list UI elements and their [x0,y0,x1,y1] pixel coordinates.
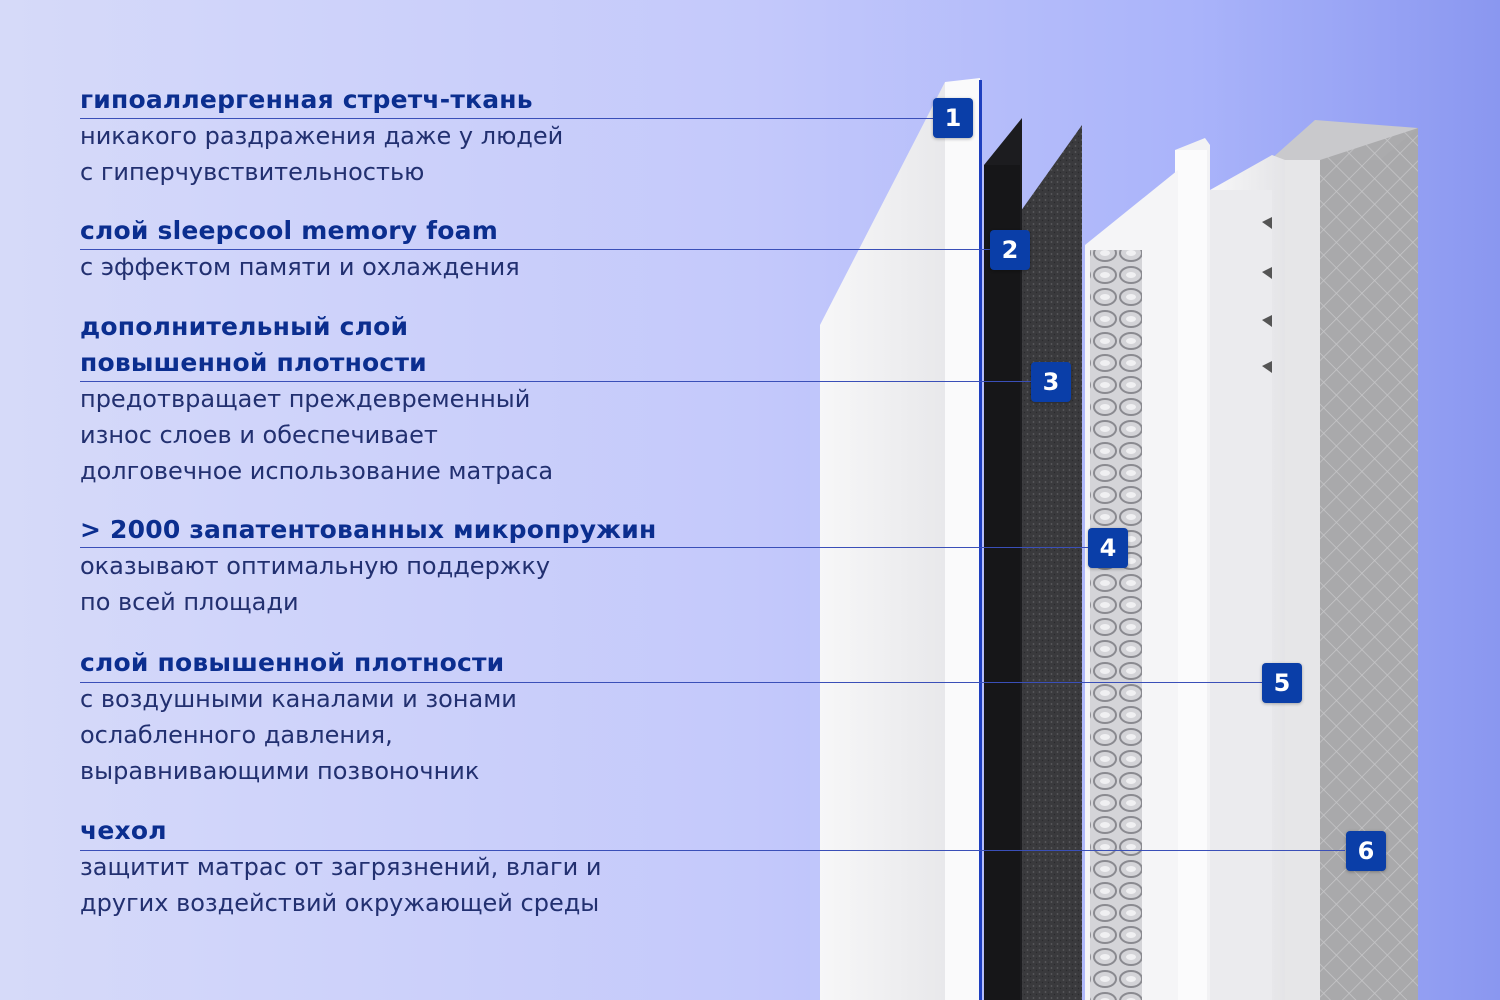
memory-foam-layer [984,118,1022,1000]
layer-title: > 2000 запатентованных микропружин [80,515,657,544]
leader-line-1 [80,118,940,119]
layer-text: защитит матрас от загрязнений, влаги и д… [80,853,602,917]
micro-springs-layer [1085,170,1178,1000]
layer-number-badge-2: 2 [990,230,1030,270]
layer-text: с эффектом памяти и охлаждения [80,253,520,281]
layer-number-badge-1: 1 [933,98,973,138]
layer-title: чехол [80,816,167,845]
layer-title: дополнительный слой повышенной плотности [80,312,427,377]
layer-text: никакого раздражения даже у людей с гипе… [80,122,564,186]
layer-number-badge-4: 4 [1088,528,1128,568]
layer-title: гипоаллергенная стретч-ткань [80,85,533,114]
layer-text: с воздушными каналами и зонами ослабленн… [80,685,517,785]
high-density-foam-layer [1210,155,1285,1000]
layer-title: слой sleepcool memory foam [80,216,498,245]
stretch-fabric-layer [820,78,982,1000]
layer-description-1: гипоаллергенная стретч-ткань никакого ра… [80,82,780,190]
leader-line-6 [80,850,1345,851]
layer-text: предотвращает преждевременный износ слое… [80,385,554,485]
layer-description-2: слой sleepcool memory foam с эффектом па… [80,213,780,285]
layer-title: слой повышенной плотности [80,648,505,677]
leader-line-2 [80,249,1000,250]
layer-description-3: дополнительный слой повышенной плотности… [80,309,780,489]
layer-text: оказывают оптимальную поддержку по всей … [80,552,551,616]
layer-number-badge-5: 5 [1262,663,1302,703]
layer-description-5: слой повышенной плотности с воздушными к… [80,645,780,789]
layer-description-4: > 2000 запатентованных микропружин оказы… [80,512,780,620]
leader-line-3 [80,381,1040,382]
felt-layer [1018,125,1082,1000]
layer-description-6: чехол защитит матрас от загрязнений, вла… [80,813,780,921]
layer-number-badge-6: 6 [1346,831,1386,871]
cover-layer [1270,120,1418,1000]
leader-line-5 [80,682,1265,683]
spring-frame [1175,138,1210,1000]
leader-line-4 [80,547,1100,548]
layer-number-badge-3: 3 [1031,362,1071,402]
